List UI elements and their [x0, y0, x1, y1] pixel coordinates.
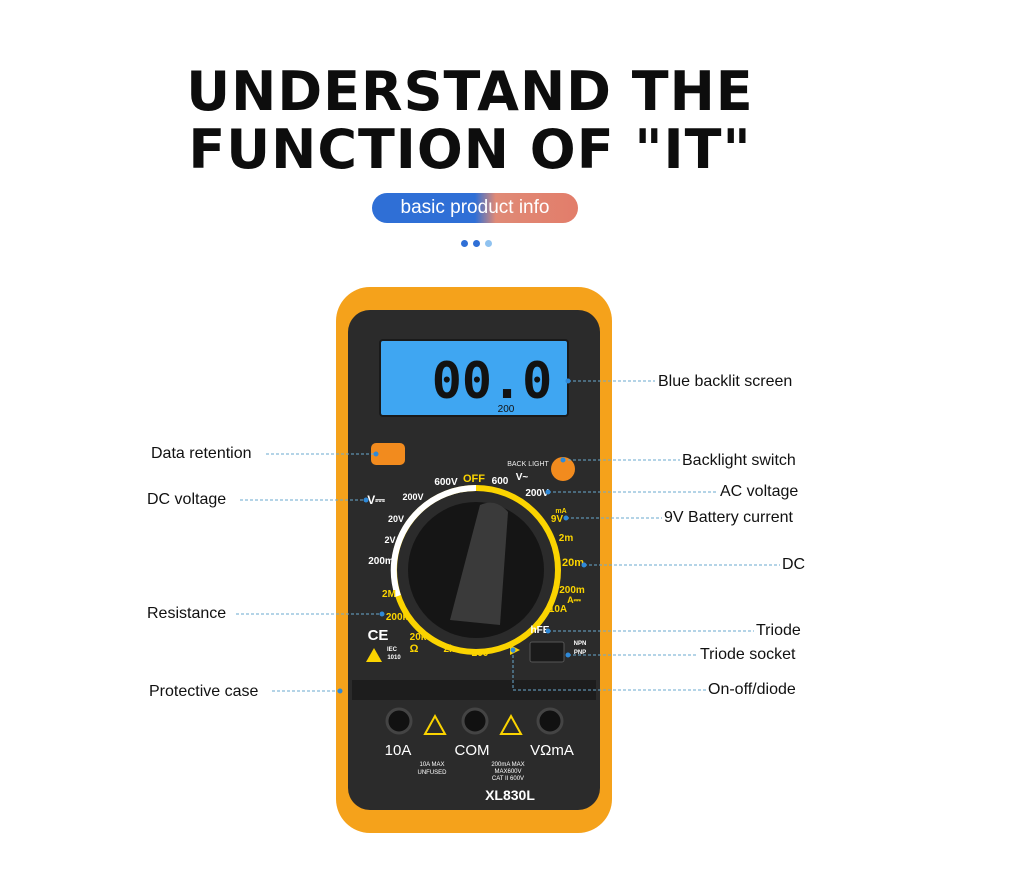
note-600v: MAX600V — [494, 769, 521, 775]
dial-200-r: 200 — [472, 648, 489, 659]
dial-600v-left: 600V — [434, 477, 458, 488]
dial-hfe: hFE — [531, 625, 550, 636]
dial-ma: mA — [555, 508, 566, 515]
callout-backlight-switch: Backlight switch — [682, 452, 796, 469]
dial-2m-r: 2M — [382, 589, 396, 600]
dial-9v: 9V — [551, 514, 564, 525]
iec-number: 1010 — [387, 655, 401, 661]
note-cat: CAT II 600V — [492, 776, 524, 782]
pager-dot-2 — [473, 240, 480, 247]
dial-off: OFF — [463, 473, 485, 485]
warning-icon-right — [499, 713, 523, 735]
dial-200k: 200k — [386, 612, 409, 623]
port-10a-label: 10A — [385, 742, 412, 759]
dial-2m-a: 2m — [559, 533, 574, 544]
callout-triode-socket: Triode socket — [700, 646, 796, 663]
dial-npn: NPN — [574, 641, 587, 647]
callout-dc-voltage: DC voltage — [147, 491, 227, 508]
callout-blue-backlit-screen: Blue backlit screen — [658, 373, 793, 390]
backlight-button — [551, 457, 575, 481]
lcd-value: 00.0 — [432, 352, 552, 410]
callout-on-off-diode: On-off/diode — [708, 681, 796, 698]
iec-label: IEC — [387, 647, 398, 653]
callout-ac-voltage: AC voltage — [720, 483, 799, 500]
callout-protective-case: Protective case — [149, 683, 259, 700]
callout-battery-current: 9V Battery current — [664, 509, 793, 526]
dial-200m-a: 200m — [559, 585, 585, 596]
dial-20k: 20k — [410, 632, 427, 643]
pager-dot-1 — [461, 240, 468, 247]
note-200ma: 200mA MAX — [491, 762, 524, 768]
headline-line-1: UNDERSTAND THE — [186, 60, 754, 123]
callout-data-retention: Data retention — [151, 445, 252, 462]
backlight-label: BACK LIGHT — [507, 461, 549, 468]
ce-mark: CE — [368, 627, 389, 644]
data-hold-button — [371, 443, 405, 465]
pager-dot-3 — [485, 240, 492, 247]
dial-2v: 2V — [384, 535, 395, 545]
dial-20m: 20m — [562, 557, 584, 569]
dial-pointer — [450, 502, 508, 625]
triode-socket — [529, 641, 565, 663]
headline-line-2: FUNCTION OF "IT" — [188, 118, 752, 181]
port-vma — [536, 707, 564, 735]
dial-vdc: V⎓ — [367, 493, 385, 507]
dial-ohm: Ω — [410, 643, 419, 655]
callout-dc: DC — [782, 556, 806, 573]
lcd-screen — [379, 339, 569, 417]
dial-600-right: 600 — [492, 476, 509, 487]
warning-icon-left — [423, 713, 447, 735]
dial-200v-left: 200V — [402, 492, 423, 502]
model-label: XL830L — [485, 787, 535, 803]
dial-2k: 2k — [443, 644, 455, 655]
callout-resistance: Resistance — [147, 605, 227, 622]
port-com-label: COM — [455, 742, 490, 759]
leader-on-off — [512, 650, 706, 691]
info-badge: basic product info — [372, 193, 578, 223]
note-unfused: UNFUSED — [417, 770, 447, 776]
warning-triangle-icon — [366, 648, 382, 662]
dial-vac: V~ — [516, 472, 529, 483]
port-vma-label: VΩmA — [530, 742, 574, 759]
port-10a — [385, 707, 413, 735]
lcd-range: 200 — [498, 404, 515, 415]
dial-200m: 200m — [368, 556, 394, 567]
dial-20v: 20V — [388, 514, 404, 524]
note-10a-max: 10A MAX — [419, 762, 444, 768]
callout-triode: Triode — [756, 622, 801, 639]
port-com — [461, 707, 489, 735]
dial-a-unit: A⎓ — [567, 595, 581, 605]
dial-200v-right: 200V — [525, 488, 549, 499]
dial-pnp: PNP — [574, 650, 586, 656]
dial-10a: 10A — [549, 604, 567, 615]
